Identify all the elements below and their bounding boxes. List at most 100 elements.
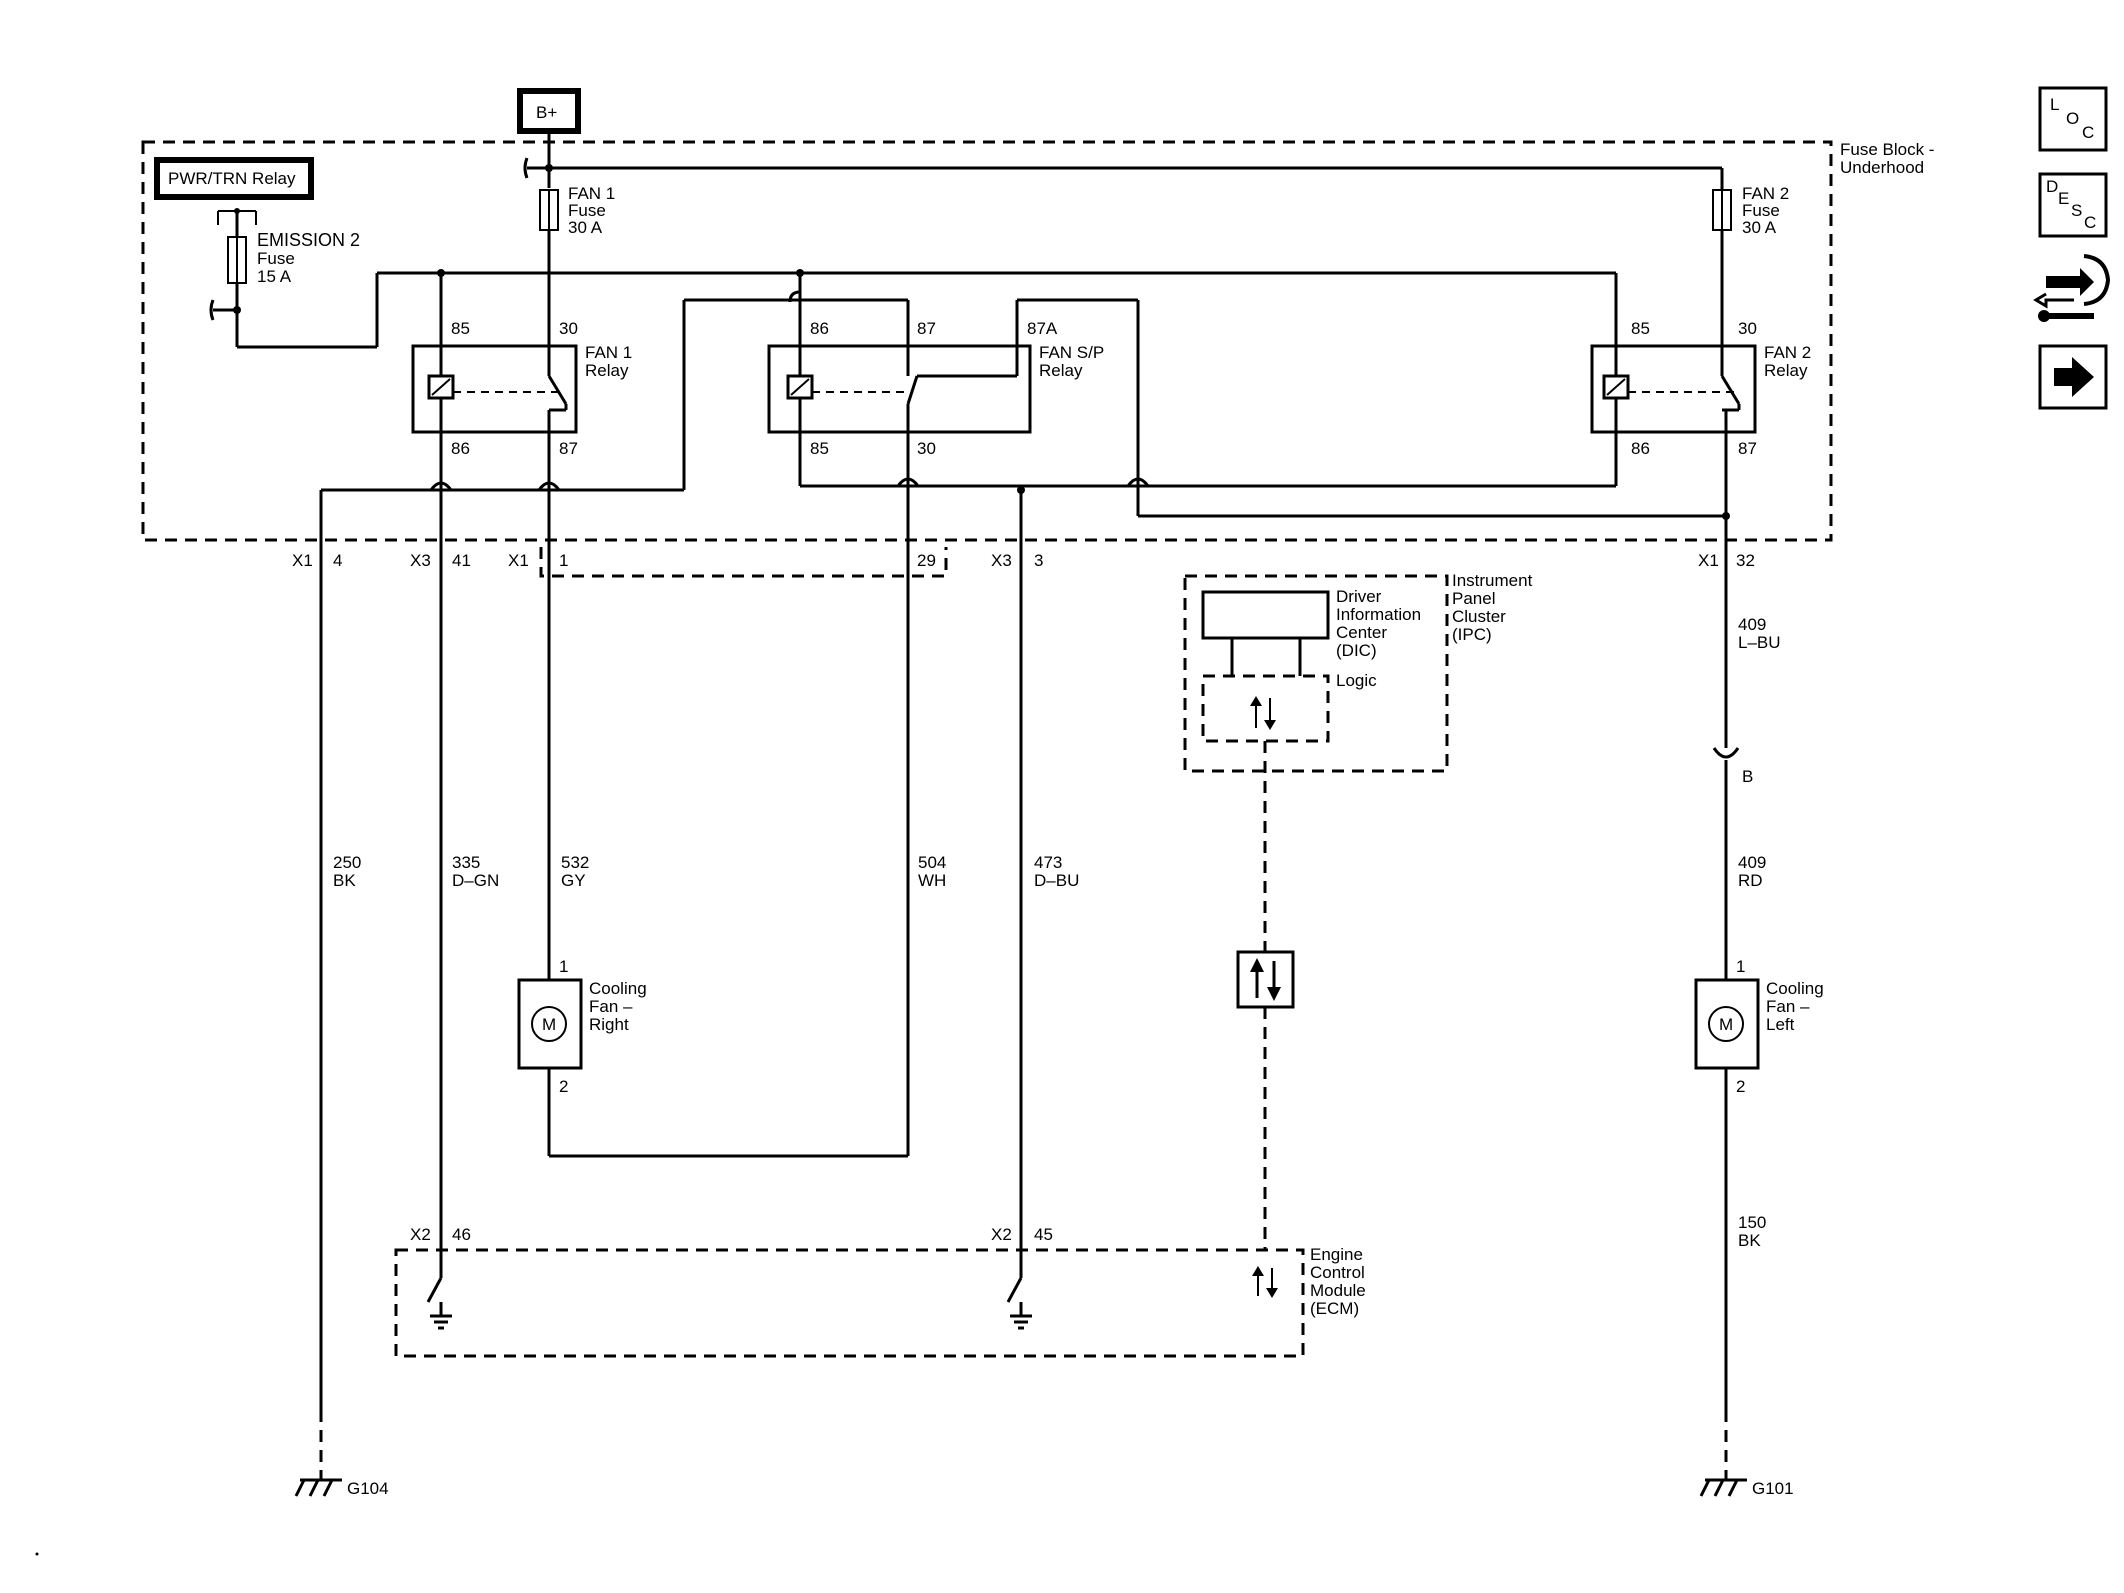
fansp-relay-box — [767, 344, 1032, 434]
dic-line1: Driver — [1336, 587, 1382, 606]
fan2-relay-word: Relay — [1764, 361, 1808, 380]
pwr-trn-relay-label: PWR/TRN Relay — [168, 169, 296, 188]
fansp-relay-pin87: 87 — [917, 319, 936, 338]
svg-text:C: C — [2082, 123, 2094, 142]
conn-x2-45-conn: X2 — [991, 1225, 1012, 1244]
fuse-block-boundary — [141, 140, 1833, 542]
dic-line4: (DIC) — [1336, 641, 1377, 660]
wire-409a-num: 409 — [1738, 615, 1766, 634]
conn-x2-45-pin: 45 — [1034, 1225, 1053, 1244]
dic-line3: Center — [1336, 623, 1387, 642]
fan-left-line2: Fan – — [1766, 997, 1810, 1016]
inline-connector-b-label: B — [1742, 767, 1753, 786]
wire-250-num: 250 — [333, 853, 361, 872]
emission2-fuse-name: EMISSION 2 — [257, 230, 360, 250]
conn-x1-1-pin: 1 — [559, 551, 568, 570]
emission2-fuse-rating: 15 A — [257, 267, 292, 286]
dic-box — [1201, 590, 1330, 640]
conn-x3-41-pin: 41 — [452, 551, 471, 570]
wire-335-num: 335 — [452, 853, 480, 872]
connector-tool-icon — [2033, 254, 2111, 322]
conn-x3-3-pin: 3 — [1034, 551, 1043, 570]
fan-left-pin2: 2 — [1736, 1077, 1745, 1096]
fan2-relay-pin30: 30 — [1738, 319, 1757, 338]
fan2-relay-pin86: 86 — [1631, 439, 1650, 458]
ipc-line2: Panel — [1452, 589, 1495, 608]
fan-left-pin1: 1 — [1736, 957, 1745, 976]
connector-tool-button[interactable] — [2033, 254, 2111, 322]
desc-icon: D E S C — [2046, 177, 2096, 232]
ipc-line3: Cluster — [1452, 607, 1506, 626]
motor-icon — [1708, 1006, 1744, 1042]
ipc-line4: (IPC) — [1452, 625, 1492, 644]
fan2-relay-name: FAN 2 — [1764, 343, 1811, 362]
dic-line2: Information — [1336, 605, 1421, 624]
fansp-relay-pin30: 30 — [917, 439, 936, 458]
wire-409a-color: L–BU — [1738, 633, 1781, 652]
conn-x1-32-conn: X1 — [1698, 551, 1719, 570]
fan1-relay-pin87: 87 — [559, 439, 578, 458]
conn-x1-4-conn: X1 — [292, 551, 313, 570]
conn-x3-3-conn: X3 — [991, 551, 1012, 570]
conn-x2-46-pin: 46 — [452, 1225, 471, 1244]
next-button[interactable] — [2038, 344, 2108, 410]
fan1-relay-word: Relay — [585, 361, 629, 380]
fan-right-line2: Fan – — [589, 997, 633, 1016]
wire-150-color: BK — [1738, 1231, 1761, 1250]
fuse-block-title-2: Underhood — [1840, 158, 1924, 177]
fansp-relay-pin87a: 87A — [1027, 319, 1058, 338]
motor-icon — [531, 1006, 567, 1042]
wire-473-color: D–BU — [1034, 871, 1079, 890]
fan-right-line3: Right — [589, 1015, 629, 1034]
ecm-line4: (ECM) — [1310, 1299, 1359, 1318]
wire-250-color: BK — [333, 871, 356, 890]
fan2-relay-box — [1590, 344, 1757, 434]
fan2-fuse-rating: 30 A — [1742, 218, 1777, 237]
fan-right-pin2: 2 — [559, 1077, 568, 1096]
loc-button[interactable]: L O C — [2038, 86, 2108, 152]
data-arrows-icon — [1250, 958, 1281, 1001]
ecm-line1: Engine — [1310, 1245, 1363, 1264]
data-arrows-icon — [1250, 696, 1276, 730]
fan2-fuse-word: Fuse — [1742, 201, 1780, 220]
fan-right-pin1: 1 — [559, 957, 568, 976]
fan1-relay-pin85: 85 — [451, 319, 470, 338]
fan1-relay-pin30: 30 — [559, 319, 578, 338]
fansp-relay-word: Relay — [1039, 361, 1083, 380]
svg-text:C: C — [2084, 213, 2096, 232]
ground-icon — [430, 1314, 452, 1330]
wire-532-color: GY — [561, 871, 586, 890]
wire-504-num: 504 — [918, 853, 946, 872]
ecm-line3: Module — [1310, 1281, 1366, 1300]
wire-473-num: 473 — [1034, 853, 1062, 872]
b-plus-label: B+ — [536, 103, 557, 122]
pwr-trn-relay-box — [154, 157, 314, 200]
connector-x1-shell — [539, 547, 948, 578]
svg-text:L: L — [2050, 95, 2059, 114]
fan-left-line1: Cooling — [1766, 979, 1824, 998]
fan1-fuse-rating: 30 A — [568, 218, 603, 237]
emission2-fuse-word: Fuse — [257, 249, 295, 268]
logic-box — [1201, 674, 1330, 743]
svg-text:E: E — [2058, 189, 2069, 208]
wire-335-color: D–GN — [452, 871, 499, 890]
conn-x1-4-pin: 4 — [333, 551, 342, 570]
ground-icon — [294, 1478, 342, 1497]
next-arrow-icon — [2054, 357, 2094, 397]
ground-g104-label: G104 — [347, 1479, 389, 1498]
fan-right-line1: Cooling — [589, 979, 647, 998]
conn-x1-1-conn: X1 — [508, 551, 529, 570]
desc-button[interactable]: D E S C — [2038, 172, 2108, 238]
fan1-relay-name: FAN 1 — [585, 343, 632, 362]
conn-x3-41-conn: X3 — [410, 551, 431, 570]
fan1-fuse-word: Fuse — [568, 201, 606, 220]
wire-504-color: WH — [918, 871, 946, 890]
ipc-line1: Instrument — [1452, 571, 1533, 590]
conn-x1-32-pin: 32 — [1736, 551, 1755, 570]
fan2-fuse-name: FAN 2 — [1742, 184, 1789, 203]
ground-g101-label: G101 — [1752, 1479, 1794, 1498]
fansp-relay-pin86: 86 — [810, 319, 829, 338]
serial-data-box — [1236, 950, 1295, 1009]
fan2-relay-pin85: 85 — [1631, 319, 1650, 338]
